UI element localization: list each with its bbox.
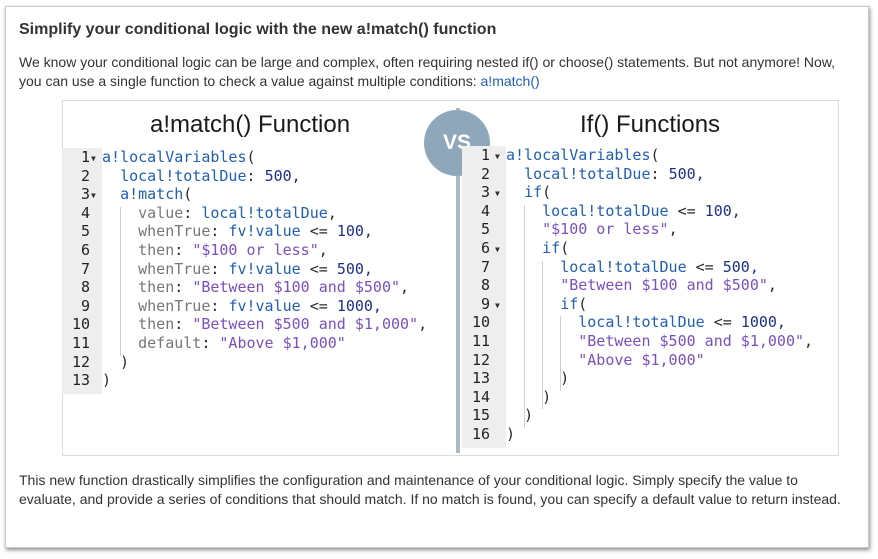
code-line: value: local!totalDue, — [138, 203, 337, 222]
line-number: 13 — [471, 369, 490, 388]
line-number: 2 — [480, 164, 490, 183]
code-line: ) — [506, 406, 534, 425]
line-number: 7 — [80, 259, 90, 278]
fold-toggle-icon[interactable]: ▼ — [91, 191, 96, 201]
line-number: 4 — [480, 201, 490, 220]
line-number: 9 — [480, 294, 490, 313]
line-number: 7 — [480, 257, 490, 276]
line-number: 12 — [71, 352, 90, 371]
left-code-editor: 1▼a!localVariables(2 local!totalDue: 500… — [62, 148, 452, 398]
code-line: local!totalDue: 500, — [120, 166, 301, 185]
line-number: 6 — [80, 241, 90, 259]
column-divider — [456, 108, 460, 453]
line-number: 1 — [480, 146, 490, 164]
code-line: "Between $500 and $1,000", — [578, 332, 814, 350]
line-number: 12 — [471, 350, 490, 369]
code-line: default: "Above $1,000" — [138, 334, 346, 352]
fold-toggle-icon[interactable]: ▼ — [495, 189, 500, 199]
code-line: then: "Between $100 and $500", — [138, 278, 410, 297]
fold-toggle-icon[interactable]: ▼ — [91, 154, 96, 163]
indent-guide — [120, 206, 121, 356]
code-line: if( — [542, 239, 570, 257]
code-line: then: "Between $500 and $1,000", — [138, 315, 428, 334]
code-line: ) — [102, 352, 130, 371]
intro-paragraph: We know your conditional logic can be la… — [19, 53, 854, 91]
line-number: 4 — [80, 203, 90, 222]
line-number: 11 — [71, 334, 90, 352]
intro-text: We know your conditional logic can be la… — [19, 54, 836, 89]
code-line: a!localVariables( — [506, 146, 660, 164]
indent-guide — [524, 204, 525, 428]
indent-guide — [542, 260, 543, 410]
fold-toggle-icon[interactable]: ▼ — [495, 245, 500, 254]
line-number: 13 — [71, 371, 90, 390]
code-line: local!totalDue <= 100, — [542, 201, 741, 220]
line-number: 6 — [480, 239, 490, 257]
code-line: local!totalDue <= 1000, — [578, 313, 786, 332]
line-number: 3 — [480, 183, 490, 202]
code-line: "Between $100 and $500", — [560, 276, 777, 295]
line-number: 8 — [480, 276, 490, 295]
line-number-gutter — [462, 146, 506, 448]
indent-guide — [560, 316, 561, 391]
code-line: if( — [524, 183, 552, 202]
line-number: 2 — [80, 166, 90, 185]
code-line: ) — [506, 387, 552, 406]
line-number: 11 — [471, 332, 490, 350]
code-line: "Above $1,000" — [578, 350, 705, 369]
right-code-editor: 1 ▼ a!localVariables( 2 local!totalDue: 500… — [462, 146, 832, 448]
amatch-link[interactable]: a!match() — [480, 73, 540, 89]
line-number: 5 — [480, 220, 490, 239]
code-line: whenTrue: fv!value <= 500, — [138, 259, 373, 278]
line-number-gutter — [62, 148, 102, 394]
line-number: 3 — [80, 185, 90, 204]
line-number: 5 — [80, 222, 90, 241]
right-column-title: If() Functions — [580, 111, 721, 138]
left-column-title: a!match() Function — [150, 111, 351, 138]
code-line: local!totalDue <= 500, — [560, 257, 759, 276]
page-title: Simplify your conditional logic with the… — [19, 21, 497, 38]
code-line: "$100 or less", — [542, 220, 678, 239]
fold-toggle-icon[interactable]: ▼ — [495, 300, 500, 310]
code-line: ) — [506, 425, 516, 443]
line-number: 15 — [471, 406, 490, 425]
line-number: 10 — [471, 313, 490, 332]
code-line: ) — [506, 369, 570, 388]
line-number: 16 — [471, 425, 490, 443]
line-number: 14 — [471, 387, 490, 406]
code-line: a!localVariables( — [102, 148, 256, 166]
line-number: 8 — [80, 278, 90, 297]
code-line: ) — [102, 371, 112, 390]
line-number: 9 — [80, 296, 90, 315]
code-line: a!match( — [120, 185, 193, 204]
line-number: 10 — [71, 315, 90, 334]
code-line: then: "$100 or less", — [138, 241, 328, 259]
code-line: local!totalDue: 500, — [524, 164, 705, 183]
code-line: whenTrue: fv!value <= 1000, — [138, 296, 382, 315]
code-line: if( — [560, 294, 588, 313]
line-number: 1 — [80, 148, 90, 166]
fold-toggle-icon[interactable]: ▼ — [495, 152, 500, 161]
code-line: whenTrue: fv!value <= 100, — [138, 222, 373, 241]
footer-paragraph: This new function drastically simplifies… — [19, 472, 841, 507]
